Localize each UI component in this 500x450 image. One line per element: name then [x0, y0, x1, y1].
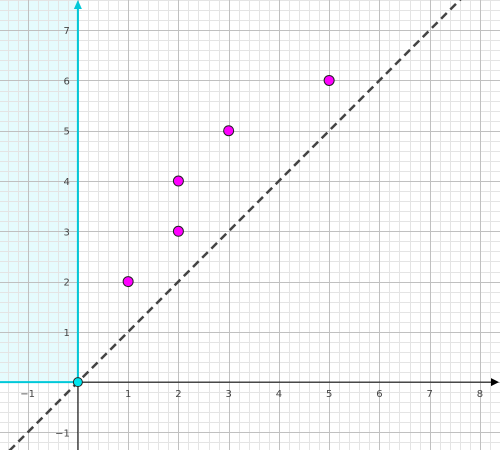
y-tick-label: 7 [64, 26, 70, 37]
y-axis-arrow-icon [73, 0, 82, 9]
x-tick-label: −1 [20, 389, 35, 400]
y-tick-label: 2 [64, 278, 70, 289]
data-point [323, 74, 335, 86]
x-tick-label: 7 [426, 389, 432, 400]
y-tick-label: 4 [64, 177, 70, 188]
y-tick-label: 3 [64, 227, 70, 238]
x-tick-label: 3 [225, 389, 231, 400]
y-tick-label: −1 [55, 428, 70, 439]
y-tick-label: 5 [64, 127, 70, 138]
x-tick-label: 2 [175, 389, 181, 400]
data-point [172, 175, 184, 187]
data-point [172, 225, 184, 237]
origin-point [72, 377, 83, 388]
x-axis-arrow-icon [491, 378, 499, 387]
tick-labels: −1 1 2 3 4 5 6 7 8 −1 1 2 3 4 5 6 7 [20, 26, 483, 439]
y-tick-label: 1 [64, 328, 70, 339]
x-tick-label: 5 [326, 389, 332, 400]
x-tick-label: 4 [276, 389, 282, 400]
x-tick-label: 6 [376, 389, 382, 400]
x-tick-label: 8 [477, 389, 483, 400]
data-point [223, 125, 235, 137]
y-tick-label: 6 [64, 76, 70, 87]
data-point [122, 276, 134, 288]
data-points [72, 74, 335, 388]
x-tick-label: 1 [125, 389, 131, 400]
